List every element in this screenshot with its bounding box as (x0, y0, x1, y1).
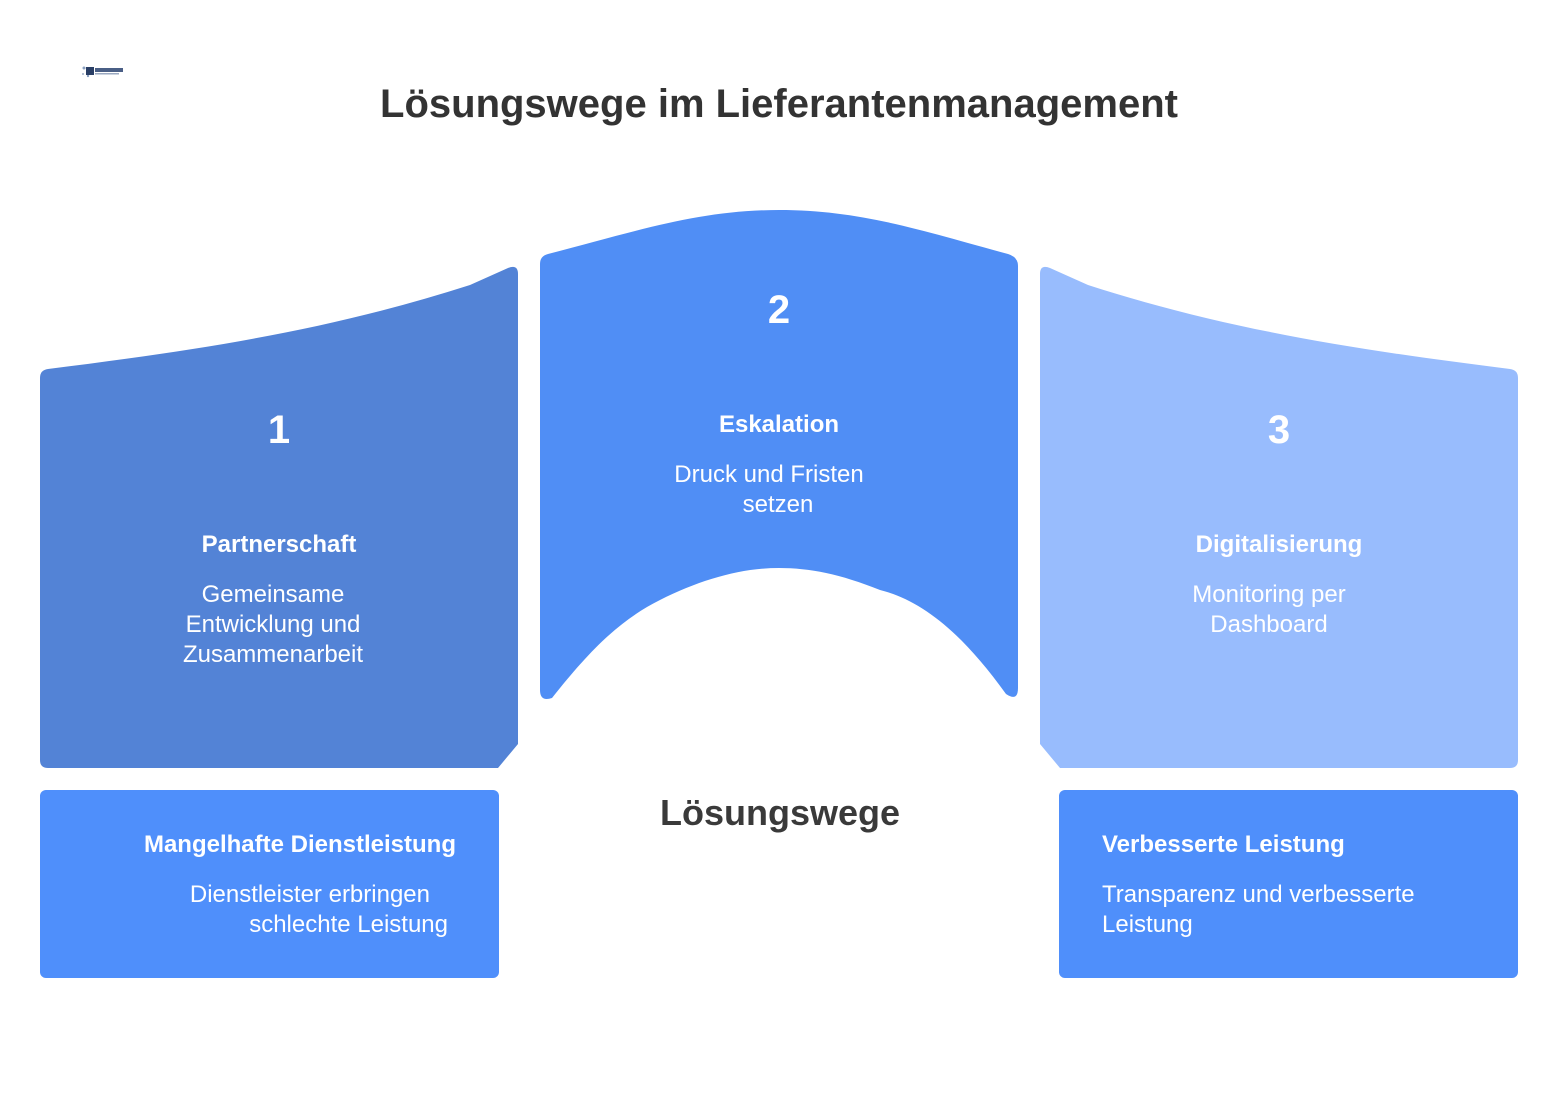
bottom-left-description: Dienstleister erbringen schlechte Leistu… (189, 881, 448, 938)
column-description-eskalation: Druck und Fristen setzen (674, 461, 864, 518)
panel-partnerschaft (40, 266, 518, 768)
panel-digitalisierung (1040, 266, 1518, 768)
column-description-digitalisierung: Monitoring per Dashboard (1192, 581, 1346, 638)
column-heading-eskalation: Eskalation (718, 411, 840, 438)
page-title: Lösungswege im Lieferantenmanagement (380, 82, 1178, 126)
bottom-right-heading: Verbesserte Leistung (1102, 831, 1345, 858)
bottom-right-description: Transparenz und verbesserte Leistung (1102, 881, 1415, 938)
panel-eskalation (540, 210, 1018, 699)
column-number-2: 2 (767, 288, 791, 332)
column-description-partnerschaft: Gemeinsame Entwicklung und Zusammenarbei… (182, 581, 364, 668)
column-number-3: 3 (1267, 408, 1291, 452)
company-logo (82, 66, 123, 78)
column-heading-partnerschaft: Partnerschaft (201, 531, 357, 558)
box-verbesserte-leistung (1059, 790, 1518, 978)
bottom-left-heading: Mangelhafte Dienstleistung (143, 831, 456, 858)
box-mangelhafte-dienstleistung (40, 790, 499, 978)
column-heading-digitalisierung: Digitalisierung (1195, 531, 1363, 558)
column-number-1: 1 (267, 408, 291, 452)
center-label: Lösungswege (659, 792, 901, 833)
